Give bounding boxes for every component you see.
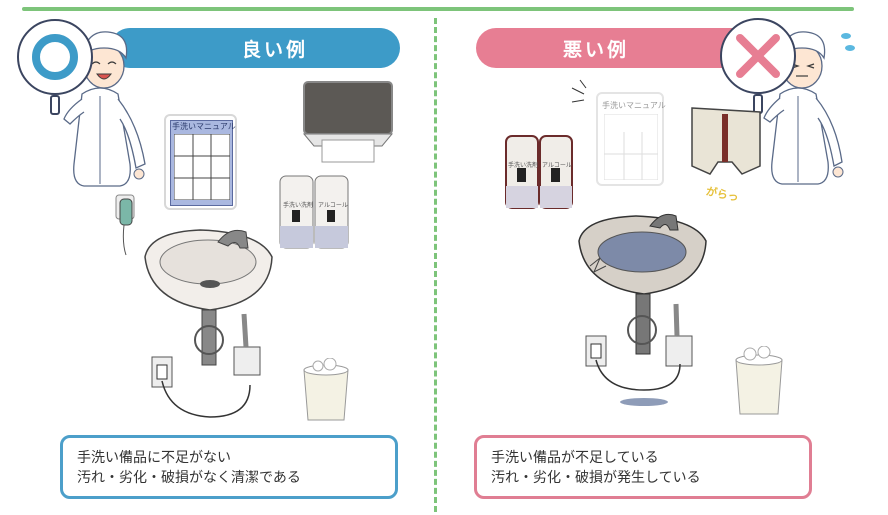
cross-ng-icon [736, 34, 780, 78]
manual-poster-title: 手洗いマニュアル [172, 122, 236, 131]
top-divider-line [22, 7, 854, 11]
outlet-cable-icon [151, 356, 251, 418]
alcohol-bottle-label: アルコール [318, 202, 348, 209]
good-example-banner: 良い例 [110, 28, 400, 68]
faded-manual-poster: 手洗いマニュアル [596, 92, 666, 186]
soap-alcohol-bottles-icon [279, 175, 349, 249]
happy-worker-illustration [63, 31, 146, 187]
faded-grid-icon [604, 114, 658, 180]
trash-bin-icon [303, 358, 349, 421]
good-example-caption: 手洗い備品に不足がない 汚れ・劣化・破損がなく清潔である [60, 435, 398, 499]
bad-example-caption: 手洗い備品が不足している 汚れ・劣化・破損が発生している [474, 435, 812, 499]
dirty-sink-icon [578, 213, 707, 406]
dirty-soap-label: 手洗い洗剤 [508, 162, 539, 169]
bad-caption-line-2: 汚れ・劣化・破損が発生している [491, 470, 701, 486]
emphasis-lines-icon [571, 79, 587, 103]
good-caption-line-1: 手洗い備品に不足がない [77, 450, 231, 466]
overflowing-trash-bin-icon [735, 346, 783, 415]
good-example-title: 良い例 [241, 38, 308, 61]
paper-towel-dispenser-icon [302, 81, 394, 163]
manual-grid-icon [174, 134, 230, 200]
bad-example-title: 悪い例 [562, 38, 629, 61]
faded-manual-title: 手洗いマニュアル [602, 101, 666, 110]
dirty-alcohol-label: アルコール [542, 162, 572, 169]
soap-bottle-label: 手洗い洗剤 [283, 202, 314, 209]
good-sign-circle [17, 19, 93, 115]
good-caption-line-2: 汚れ・劣化・破損がなく清潔である [77, 470, 301, 486]
sign-handle [50, 95, 60, 115]
center-dashed-divider [434, 18, 437, 512]
wall-sensor-device-icon [115, 194, 135, 256]
dirty-bottles-icon [505, 135, 573, 209]
bad-sign-circle [720, 18, 796, 114]
bad-caption-line-1: 手洗い備品が不足している [491, 450, 659, 466]
handwash-manual-poster: 手洗いマニュアル [164, 114, 237, 210]
rattle-sound-text: がらっ [704, 184, 740, 205]
sweat-drop-icon [841, 33, 851, 39]
clean-sink-icon [144, 229, 273, 376]
dirty-outlet-cable-icon [585, 335, 681, 391]
circle-ok-icon [32, 34, 78, 80]
broken-dispenser-icon [691, 107, 761, 175]
bad-example-banner: 悪い例 [476, 28, 756, 68]
